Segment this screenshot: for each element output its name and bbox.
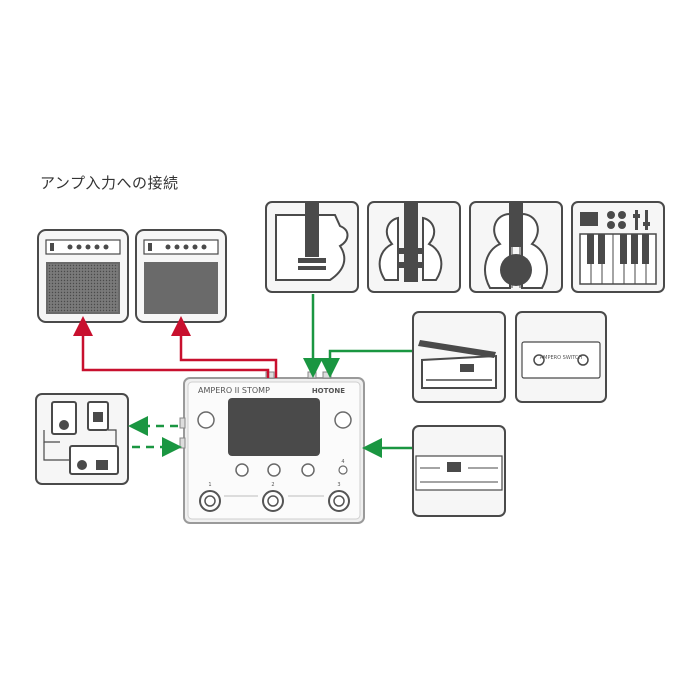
button[interactable] — [338, 465, 348, 475]
output-line — [73, 316, 270, 378]
electric-guitar-icon — [265, 201, 359, 293]
button[interactable] — [235, 463, 249, 477]
device-brand: HOTONE — [312, 387, 345, 395]
param-knob[interactable] — [334, 411, 352, 429]
bass-guitar-icon — [367, 201, 461, 293]
diagram-title: アンプ入力への接続 — [40, 174, 179, 192]
footswitch-label: AMPERO SWITCH — [540, 355, 583, 361]
output-line — [171, 316, 278, 378]
button[interactable] — [267, 463, 281, 477]
footswitch-number: 1 — [208, 482, 211, 488]
volume-knob[interactable] — [197, 411, 215, 429]
effect-pedals-icon — [35, 393, 129, 485]
footswitch-number: 2 — [271, 482, 274, 488]
amp-icon — [135, 229, 227, 323]
rack-unit-icon — [412, 425, 506, 517]
button[interactable] — [301, 463, 315, 477]
acoustic-guitar-icon — [469, 201, 563, 293]
amp-icon — [37, 229, 129, 323]
midi-keyboard-icon — [571, 201, 665, 293]
footswitch-icon: AMPERO SWITCH — [515, 311, 607, 403]
footswitch-number: 3 — [337, 482, 340, 488]
device-model: AMPERO II STOMP — [198, 386, 270, 395]
multi-effects-processor: AMPERO II STOMP HOTONE 4 1 2 3 — [179, 371, 365, 524]
expression-pedal-icon — [412, 311, 506, 403]
input-line — [320, 349, 412, 378]
knob-label: 4 — [341, 459, 344, 465]
